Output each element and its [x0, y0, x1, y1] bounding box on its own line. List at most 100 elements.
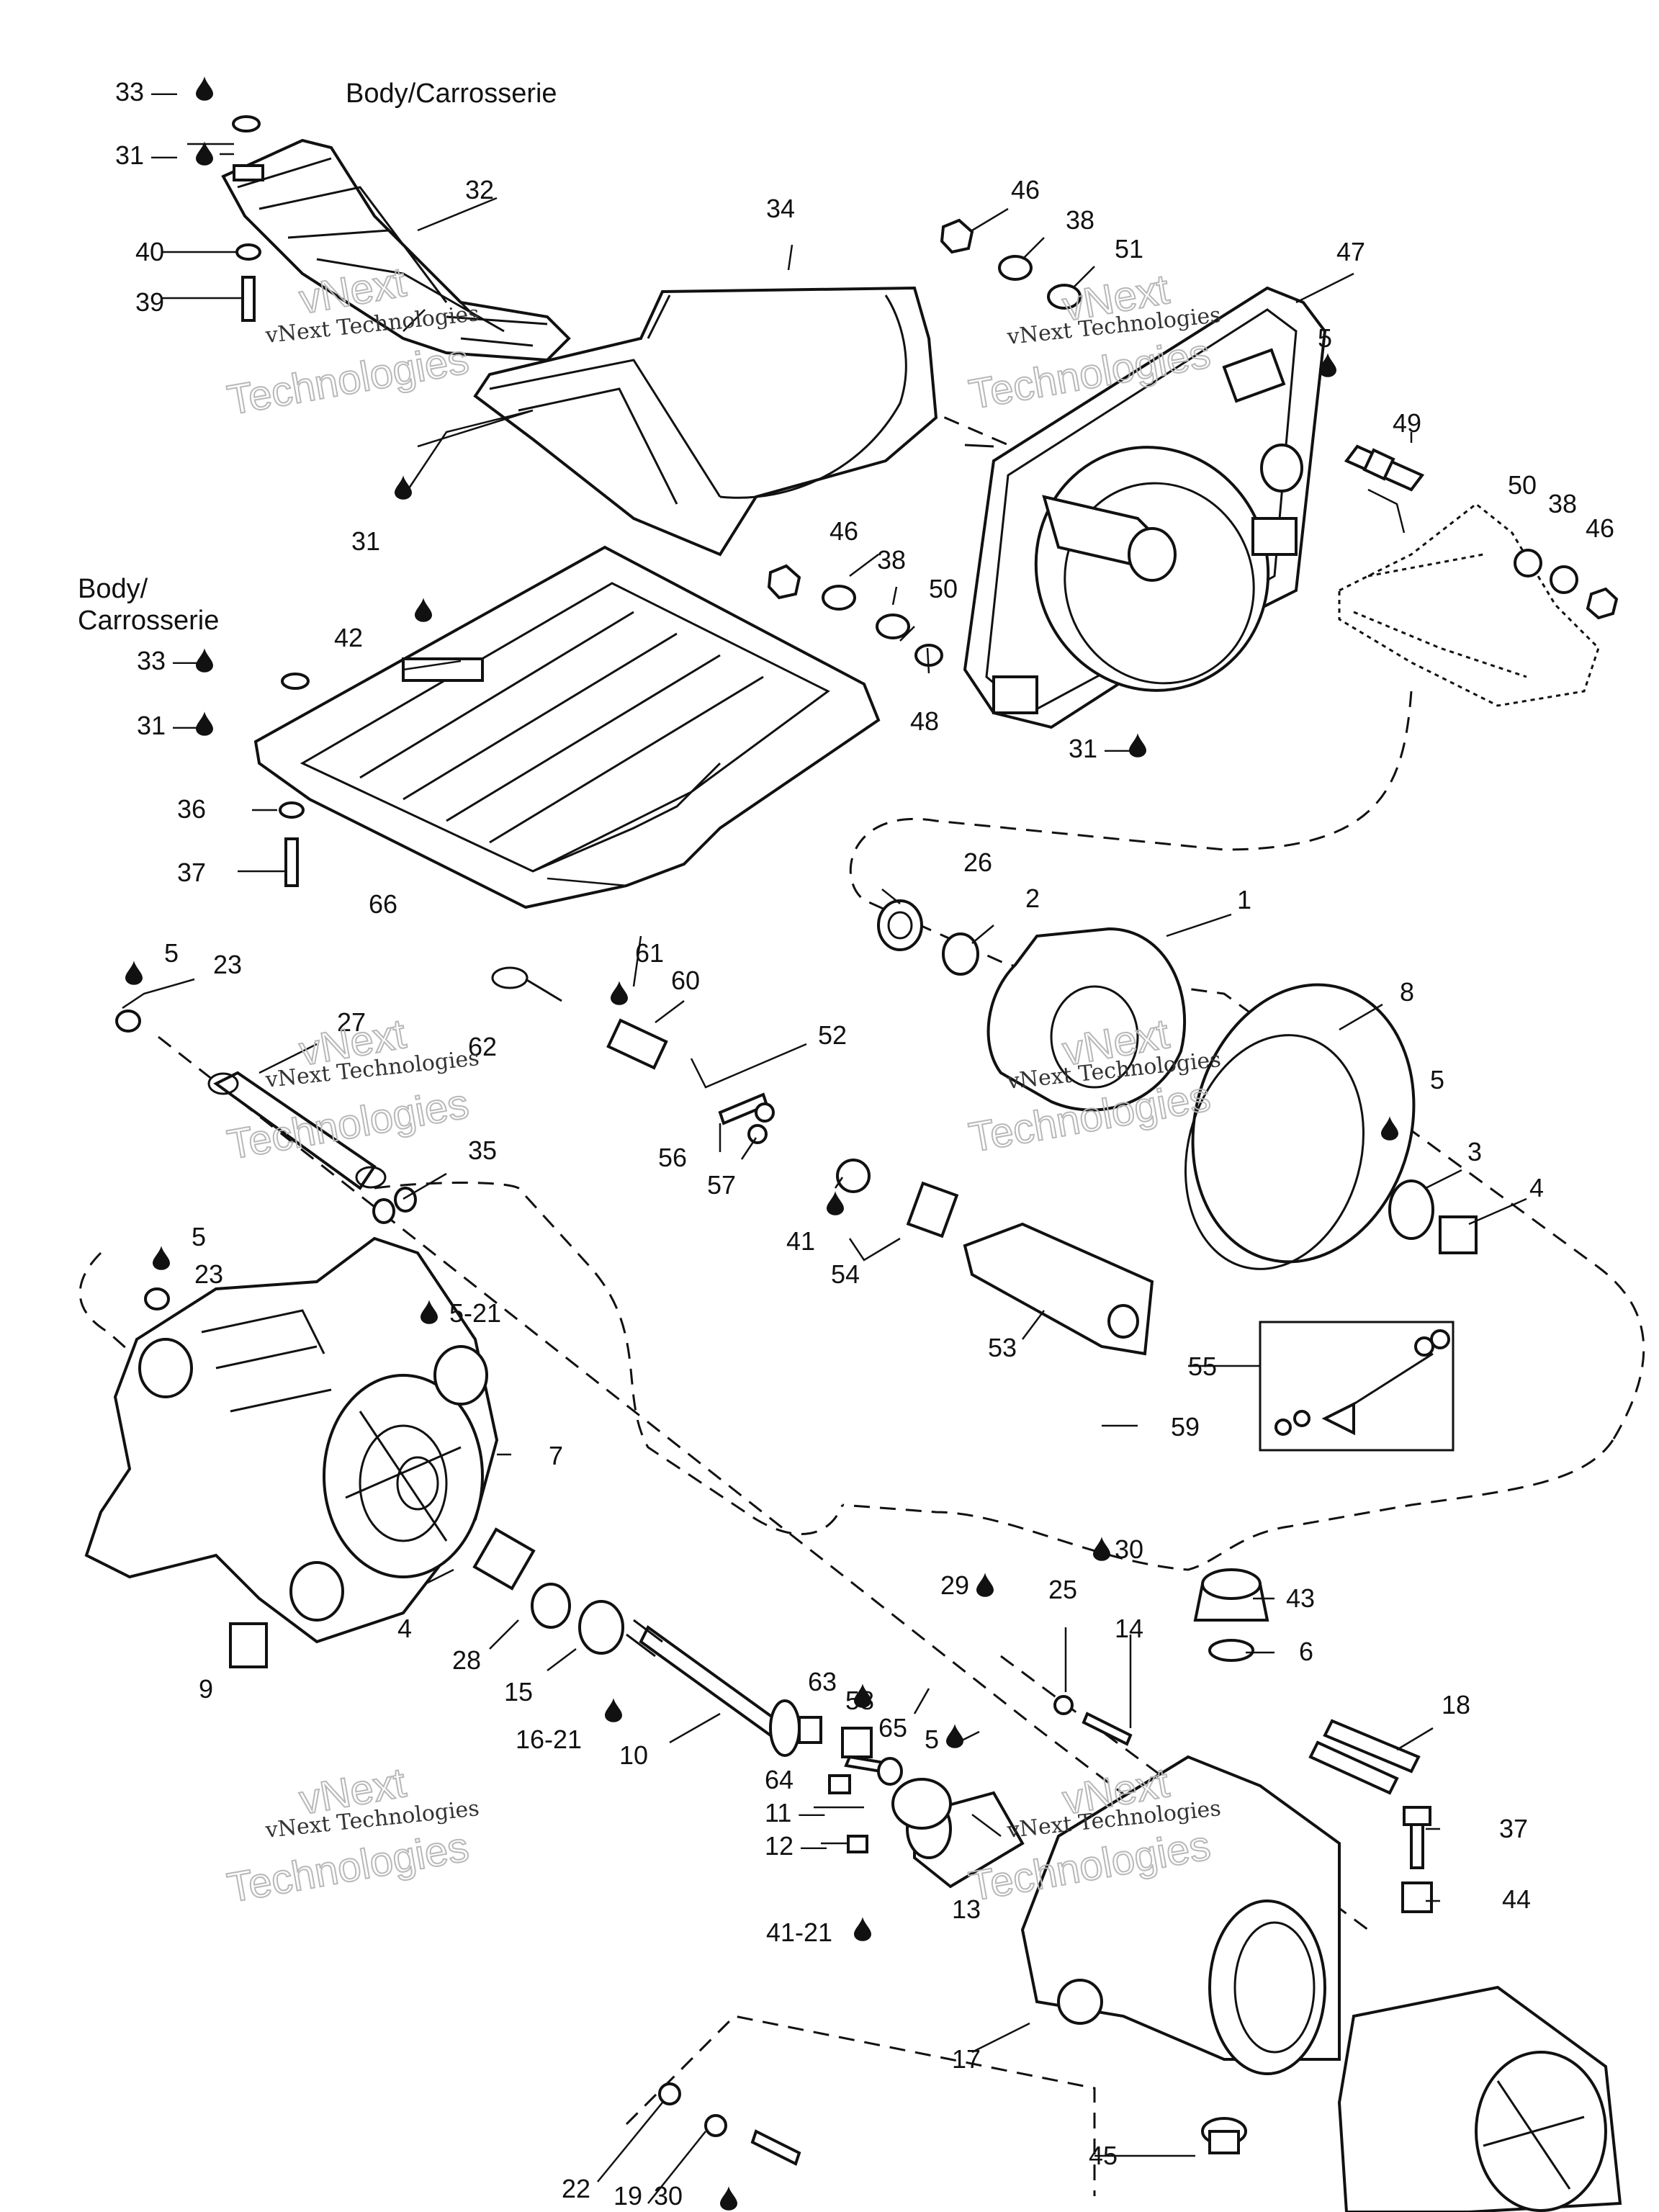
callout-47: 47: [1336, 237, 1365, 266]
callout-43: 43: [1286, 1583, 1315, 1613]
callout-5: 5: [925, 1725, 939, 1754]
part-53-steering-bracket: [963, 1222, 1154, 1356]
part-10-drive-shaft: [626, 1619, 822, 1757]
callout-15: 15: [504, 1677, 533, 1707]
callout-46: 46: [1586, 513, 1614, 543]
callout-45: 45: [1089, 2141, 1118, 2170]
note-body-mid-2: Carrosserie: [78, 606, 219, 636]
callout-34: 34: [766, 194, 795, 223]
oil-drop-icon: [415, 598, 432, 622]
oil-drop-icon: [1093, 1537, 1110, 1561]
callout-30: 30: [654, 2181, 683, 2211]
callout-23: 23: [194, 1259, 223, 1289]
callout-2: 2: [1025, 884, 1040, 913]
callout-27: 27: [337, 1007, 366, 1037]
callout-32: 32: [465, 175, 494, 204]
callout-23: 23: [213, 950, 242, 979]
callout-56: 56: [658, 1143, 687, 1172]
callout-48: 48: [910, 706, 939, 736]
part-nozzle: [1337, 1985, 1622, 2212]
oil-drop-icon: [827, 1191, 844, 1215]
part-8-wear-ring: [1184, 983, 1416, 1270]
part-55-kit-box: [1259, 1321, 1455, 1452]
oil-drop-icon: [854, 1917, 871, 1941]
callout-19: 19: [613, 2181, 642, 2211]
parts-4-28-15-bearings: [472, 1527, 624, 1655]
callout-37: 37: [177, 858, 206, 887]
callout-57: 57: [707, 1170, 736, 1200]
hardware-right-washers: [1514, 549, 1619, 620]
callout-53: 53: [988, 1333, 1017, 1362]
callout-17: 17: [952, 2044, 981, 2074]
parts-22-19-30-hardware: [658, 2082, 801, 2166]
callout-42: 42: [334, 623, 363, 652]
callout-5-21: 5-21: [449, 1298, 501, 1328]
parts-35-orings: [372, 1187, 417, 1224]
callout-36: 36: [177, 794, 206, 824]
oil-drop-icon: [976, 1573, 994, 1597]
callout-44: 44: [1502, 1884, 1531, 1914]
callout-33: 33 —: [115, 77, 177, 107]
callout-38: 38: [1548, 489, 1577, 518]
callout-10: 10: [619, 1740, 648, 1770]
callout-46: 46: [830, 516, 858, 546]
callout-61: 61: [635, 938, 664, 968]
callout-62: 62: [468, 1032, 497, 1061]
part-17-venturi: [1020, 1755, 1341, 2075]
parts-63-58-65-64-12: [828, 1727, 952, 1853]
callout-labels: 33 — 31 — 32 40 39 34 46 38 51 47 5 49 5…: [115, 77, 1614, 2211]
part-1-impeller-cone: [986, 927, 1187, 1112]
part-32-intake-grate: [221, 138, 571, 362]
assembly-outline-nozzle: [842, 1439, 1614, 1571]
callout-35: 35: [468, 1136, 497, 1165]
callout-52: 52: [818, 1020, 847, 1050]
assembly-outline-housing: [78, 1182, 844, 1535]
part-34-intake-chute: [473, 286, 938, 557]
callout-13: 13: [952, 1894, 981, 1924]
callout-65: 65: [878, 1713, 907, 1743]
hardware-left-bolts: [115, 115, 310, 1310]
oil-drop-icon: [720, 2186, 737, 2211]
part-66-intake-frame: [253, 545, 881, 909]
callout-33: 33 —: [137, 646, 199, 675]
callout-31: 31: [351, 526, 380, 556]
callout-5: 5: [192, 1222, 206, 1251]
oil-drop-icon: [1129, 733, 1146, 757]
part-27-tube: [207, 1071, 387, 1190]
callout-18: 18: [1442, 1690, 1470, 1719]
callout-66: 66: [369, 889, 397, 919]
callout-16-21: 16-21: [516, 1725, 582, 1754]
callout-9: 9: [199, 1674, 213, 1704]
part-45-drain: [1201, 2117, 1247, 2154]
callout-40: 40: [135, 237, 164, 266]
callout-38: 38: [1066, 205, 1094, 235]
callout-12: 12 —: [765, 1831, 827, 1861]
callout-22: 22: [562, 2174, 590, 2203]
body-notes: Body/Carrosserie Body/ Carrosserie: [78, 78, 557, 636]
parts-25-14-bolt: [1053, 1695, 1133, 1746]
callout-25: 25: [1048, 1575, 1077, 1604]
oil-drop-icon: [153, 1246, 170, 1270]
bracket-box: [625, 2015, 1096, 2196]
watermark-technologies-outline: Technologies: [224, 1823, 472, 1912]
callout-6: 6: [1299, 1637, 1313, 1666]
part-7-pump-housing: [84, 1236, 499, 1668]
callout-63: 63: [808, 1667, 837, 1696]
callout-49: 49: [1393, 408, 1421, 438]
oil-drop-icon: [125, 961, 143, 985]
callout-11: 11 —: [765, 1798, 824, 1827]
callout-3: 3: [1467, 1137, 1482, 1166]
callout-50: 50: [1508, 470, 1537, 500]
part-55-kit: [1274, 1329, 1450, 1436]
parts-37-44-bolt-spacer: [1401, 1806, 1433, 1913]
callout-31: 31 —: [1069, 734, 1130, 763]
part-49-stud: [1344, 444, 1425, 492]
hull-bracket-reference: [1338, 503, 1600, 707]
callout-28: 28: [452, 1645, 481, 1675]
callout-38: 38: [877, 545, 906, 575]
part-47-ride-plate: [963, 286, 1327, 729]
note-body-mid-1: Body/: [78, 574, 148, 604]
parts-3-4-seal-bearing: [1388, 1179, 1478, 1254]
callout-54: 54: [831, 1259, 860, 1289]
oil-drop-icon: [196, 76, 213, 101]
